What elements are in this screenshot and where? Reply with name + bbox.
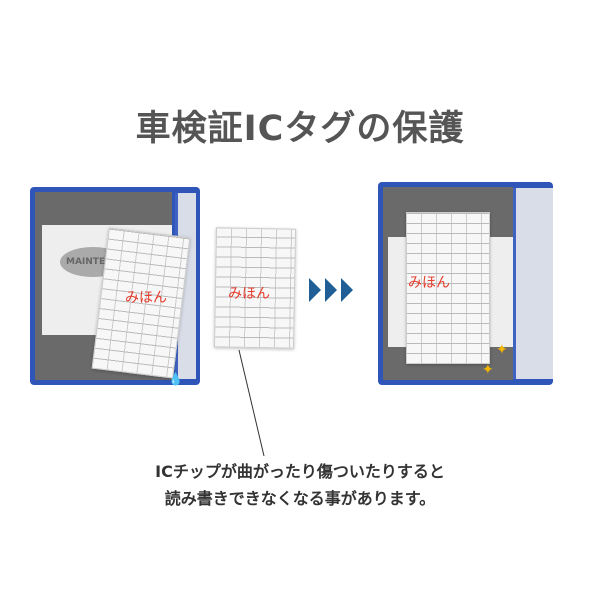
sparkle-icon: ✦ [482,362,494,378]
folder-pocket [513,188,553,379]
droplet-icon: 💧 [168,372,183,386]
sample-stamp: みほん [125,290,167,306]
sample-stamp: みほん [228,286,270,302]
right-folder-image: みほん ✦ ✦ [378,182,553,385]
chevron-icon [341,278,353,302]
chevron-icon [309,278,321,302]
vehicle-certificate-flat [406,212,490,364]
page-title: 車検証ICタグの保護 [135,109,465,149]
left-folder-image: MAINTEN みほん [30,187,200,385]
sample-stamp: みほん [408,275,450,291]
chevron-icon [325,278,337,302]
sparkle-icon: ✦ [496,342,508,358]
caption-line-1: ICチップが曲がったり傷ついたりすると [155,462,445,481]
caption-line-2: 読み書きできなくなる事があります。 [164,489,436,508]
